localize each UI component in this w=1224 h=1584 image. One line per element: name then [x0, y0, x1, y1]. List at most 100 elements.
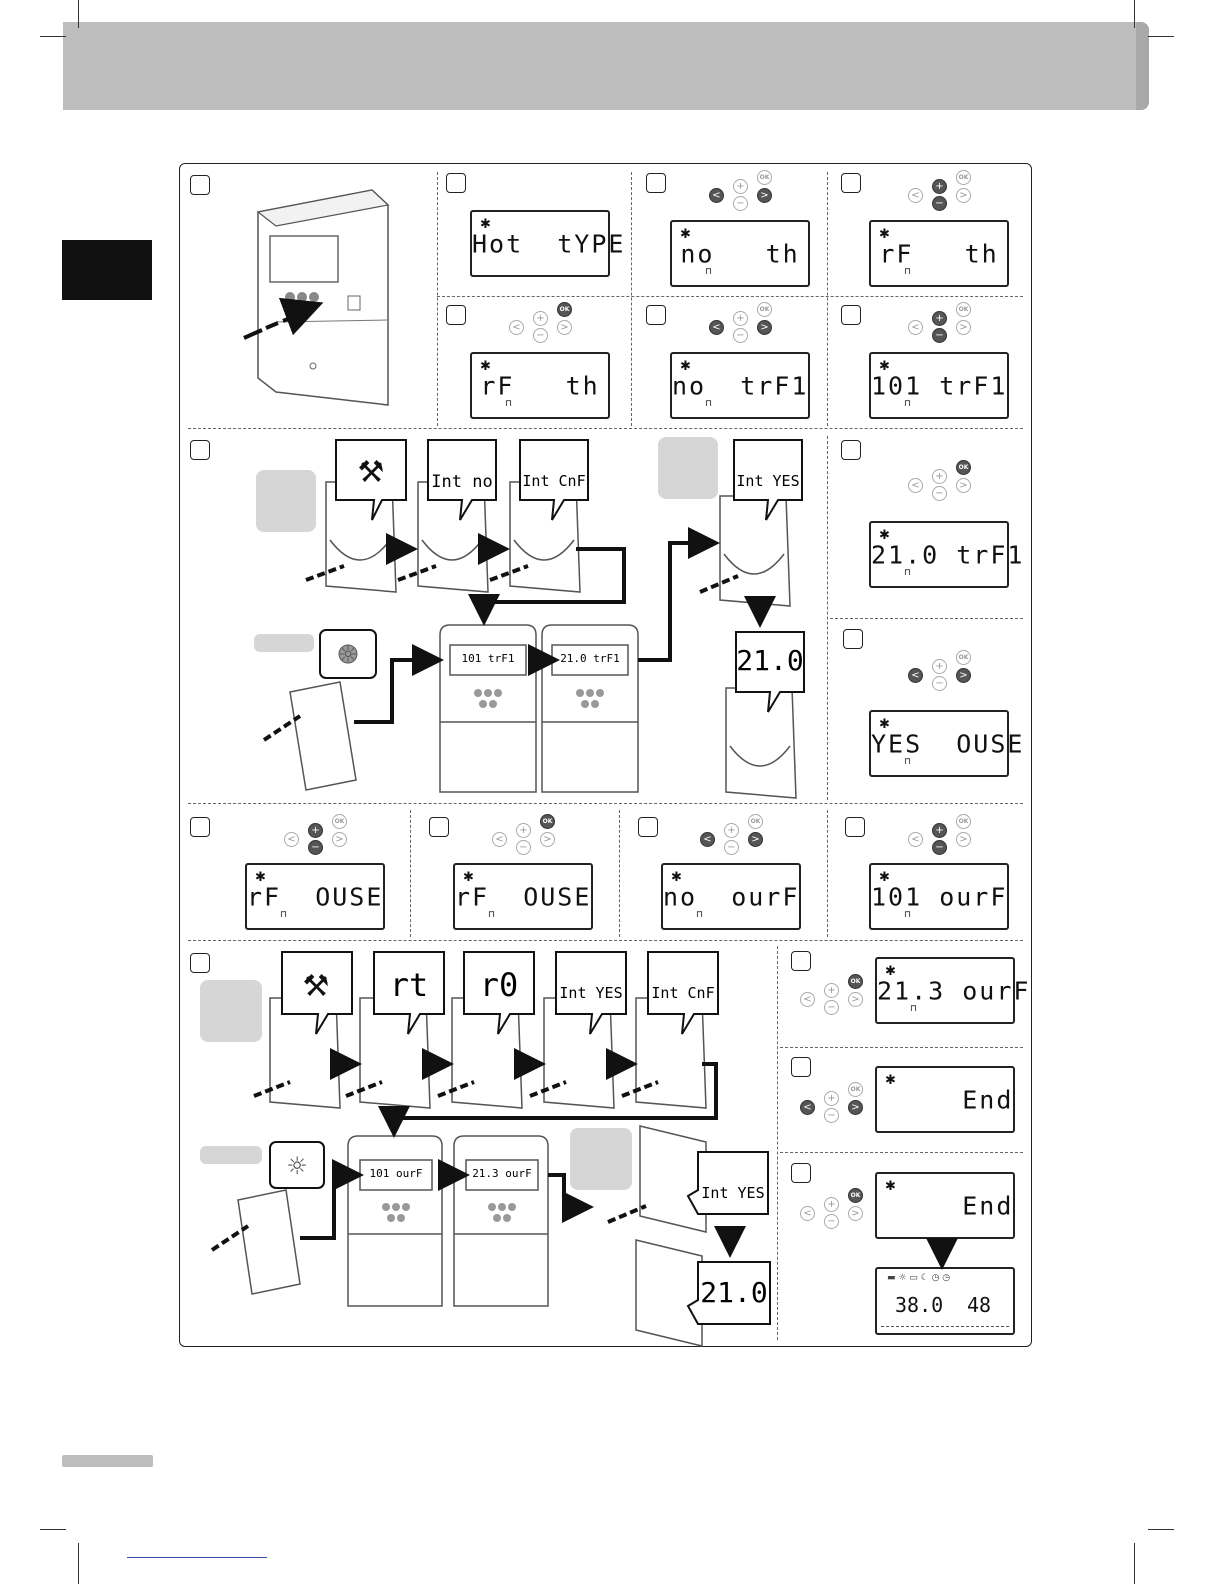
step-box — [646, 173, 666, 193]
minus-button[interactable]: − — [733, 328, 748, 343]
minus-button[interactable]: − — [932, 676, 947, 691]
minus-button[interactable]: − — [308, 840, 323, 855]
ok-button[interactable]: OK — [757, 302, 772, 317]
ok-button[interactable]: OK — [956, 650, 971, 665]
ok-button[interactable]: OK — [956, 814, 971, 829]
page-number-bar — [62, 1455, 153, 1467]
lcd-text: 101 ourF — [871, 882, 1008, 911]
right-button[interactable]: > — [757, 188, 772, 203]
left-button[interactable]: < — [908, 832, 923, 847]
right-button[interactable]: > — [848, 992, 863, 1007]
right-button[interactable]: > — [956, 320, 971, 335]
gray-indicator — [200, 980, 262, 1042]
ok-button[interactable]: OK — [848, 974, 863, 989]
right-button[interactable]: > — [848, 1100, 863, 1115]
left-button[interactable]: < — [800, 1206, 815, 1221]
lcd-display: ✱ no trF1 ⊓ — [670, 352, 810, 419]
right-button[interactable]: > — [748, 832, 763, 847]
ok-button[interactable]: OK — [956, 302, 971, 317]
right-button[interactable]: > — [557, 320, 572, 335]
minus-button[interactable]: − — [824, 1000, 839, 1015]
lcd-text: rF th — [480, 371, 600, 400]
plus-button[interactable]: + — [932, 179, 947, 194]
bubble-text: Int CnF — [522, 472, 586, 490]
minus-button[interactable]: − — [733, 196, 748, 211]
plus-button[interactable]: + — [733, 311, 748, 326]
left-button[interactable]: < — [700, 832, 715, 847]
right-button[interactable]: > — [332, 832, 347, 847]
lcd-subicon: ⊓ — [705, 399, 713, 409]
button-cluster: OK + −< > — [283, 814, 353, 858]
lcd-display: ✱ 101 trF1 ⊓ — [869, 352, 1009, 419]
left-button[interactable]: < — [908, 478, 923, 493]
button-cluster: OK + −< > — [907, 650, 977, 694]
ok-button[interactable]: OK — [848, 1082, 863, 1097]
crop-mark — [78, 0, 79, 28]
bubble-text: Int YES — [701, 1184, 765, 1202]
ok-button[interactable]: OK — [748, 814, 763, 829]
gray-indicator — [200, 1146, 262, 1164]
ok-button[interactable]: OK — [557, 302, 572, 317]
right-button[interactable]: > — [956, 478, 971, 493]
lcd-subicon: ⊓ — [505, 399, 513, 409]
right-button[interactable]: > — [956, 832, 971, 847]
wall-unit: ☼ — [289, 629, 377, 791]
minus-button[interactable]: − — [932, 196, 947, 211]
minus-button[interactable]: − — [932, 840, 947, 855]
ok-button[interactable]: OK — [848, 1188, 863, 1203]
tools-icon: ⚒ — [358, 455, 385, 490]
controller-buttons — [382, 1203, 516, 1222]
plus-button[interactable]: + — [516, 823, 531, 838]
minus-button[interactable]: − — [932, 328, 947, 343]
right-button[interactable]: > — [540, 832, 555, 847]
minus-button[interactable]: − — [533, 328, 548, 343]
ok-button[interactable]: OK — [956, 460, 971, 475]
button-cluster: OK + −< > — [907, 460, 977, 504]
minus-button[interactable]: − — [824, 1214, 839, 1229]
minus-button[interactable]: − — [516, 840, 531, 855]
lcd-subicon: ⊓ — [904, 757, 912, 767]
lcd-subicon: ⊓ — [910, 1004, 918, 1014]
plus-button[interactable]: + — [932, 311, 947, 326]
ok-button[interactable]: OK — [757, 170, 772, 185]
left-button[interactable]: < — [509, 320, 524, 335]
star-icon: ✱ — [680, 359, 691, 374]
right-button[interactable]: > — [757, 320, 772, 335]
plus-button[interactable]: + — [533, 311, 548, 326]
plus-button[interactable]: + — [932, 823, 947, 838]
left-button[interactable]: < — [800, 1100, 815, 1115]
arrow-icon — [300, 1048, 958, 1270]
plus-button[interactable]: + — [824, 1091, 839, 1106]
bubble-text: Int no — [431, 472, 493, 492]
plus-button[interactable]: + — [932, 469, 947, 484]
minus-button[interactable]: − — [932, 486, 947, 501]
left-button[interactable]: < — [492, 832, 507, 847]
plus-button[interactable]: + — [724, 823, 739, 838]
right-button[interactable]: > — [956, 188, 971, 203]
left-button[interactable]: < — [908, 188, 923, 203]
minus-button[interactable]: − — [824, 1108, 839, 1123]
left-button[interactable]: < — [908, 668, 923, 683]
left-button[interactable]: < — [800, 992, 815, 1007]
plus-button[interactable]: + — [308, 823, 323, 838]
plus-button[interactable]: + — [932, 659, 947, 674]
minus-button[interactable]: − — [724, 840, 739, 855]
right-button[interactable]: > — [848, 1206, 863, 1221]
plus-button[interactable]: + — [824, 983, 839, 998]
right-button[interactable]: > — [956, 668, 971, 683]
crop-mark — [40, 1529, 66, 1530]
ok-button[interactable]: OK — [540, 814, 555, 829]
left-button[interactable]: < — [284, 832, 299, 847]
crop-mark — [1134, 0, 1135, 28]
button-cluster: OK + −< > — [907, 170, 977, 214]
speech-bubble — [281, 951, 771, 1325]
left-button[interactable]: < — [709, 188, 724, 203]
final-display: ▬ ☼ ▭ ☾ ◷ ◷ 38.0 48 — [875, 1267, 1015, 1335]
ok-button[interactable]: OK — [956, 170, 971, 185]
left-button[interactable]: < — [709, 320, 724, 335]
button-cluster: OK + −< > — [799, 1188, 869, 1232]
ok-button[interactable]: OK — [332, 814, 347, 829]
plus-button[interactable]: + — [824, 1197, 839, 1212]
plus-button[interactable]: + — [733, 179, 748, 194]
left-button[interactable]: < — [908, 320, 923, 335]
